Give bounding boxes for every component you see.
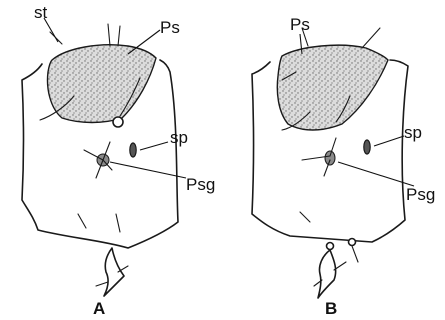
panel-a-label-psg: Psg (186, 175, 215, 194)
panel-b-spiracle (364, 140, 370, 154)
panel-a-label-sp: sp (170, 128, 188, 147)
panel-b-knob (327, 243, 334, 250)
panel-b-label-psg: Psg (406, 185, 435, 204)
panel-b-appendage (318, 250, 336, 298)
panel-a-seta (118, 26, 120, 46)
panel-b-seta (362, 28, 380, 48)
panel-a-appendage (104, 248, 124, 296)
panel-b-label-sp: sp (404, 123, 422, 142)
panel-b-psg-sclerite (325, 151, 335, 165)
panel-a-label-st: st (34, 3, 48, 22)
panel-b-knob (349, 239, 356, 246)
panel-a-seta (96, 282, 108, 286)
panel-b-label-ps: Ps (290, 15, 310, 34)
panel-b: Ps sp Psg B (252, 15, 435, 318)
panel-a-label-ps: Ps (160, 18, 180, 37)
panel-a-letter: A (93, 299, 105, 318)
panel-b-seta (352, 246, 358, 262)
panel-a-spiracle (130, 143, 136, 157)
panel-a-seta (108, 24, 110, 46)
panel-b-letter: B (325, 299, 337, 318)
panel-a: st Ps sp Psg A (22, 3, 215, 318)
panel-a-small-sclerite (113, 117, 123, 127)
